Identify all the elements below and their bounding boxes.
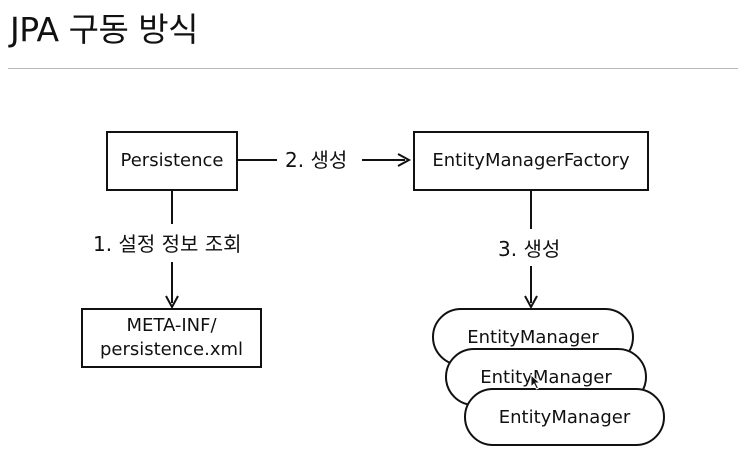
entity-manager-label: EntityManager: [467, 326, 599, 348]
mouse-pointer-icon: [530, 374, 542, 390]
edge-create-factory-arrowhead: [397, 153, 412, 167]
entity-manager-pill: EntityManager: [464, 388, 665, 446]
entity-manager-label: EntityManager: [498, 406, 631, 428]
edge-read-config-arrowhead: [165, 295, 179, 310]
persistence-box: Persistence: [106, 131, 238, 191]
entity-manager-label: EntityManager: [480, 366, 612, 388]
edge-create-manager-arrowhead: [524, 295, 538, 310]
persistence-xml-label: persistence.xml: [99, 339, 244, 360]
meta-inf-box: META-INF/ persistence.xml: [81, 308, 262, 368]
edge-label-create-factory: 2. 생성: [285, 147, 348, 173]
edge-label-create-manager: 3. 생성: [498, 236, 561, 262]
page-title: JPA 구동 방식: [10, 10, 199, 49]
title-divider: [8, 68, 738, 69]
persistence-label: Persistence: [120, 150, 224, 171]
edge-label-read-config: 1. 설정 정보 조회: [93, 231, 242, 257]
entity-manager-factory-box: EntityManagerFactory: [413, 131, 649, 191]
meta-inf-label: META-INF/: [126, 315, 217, 336]
entity-manager-factory-label: EntityManagerFactory: [432, 150, 630, 171]
